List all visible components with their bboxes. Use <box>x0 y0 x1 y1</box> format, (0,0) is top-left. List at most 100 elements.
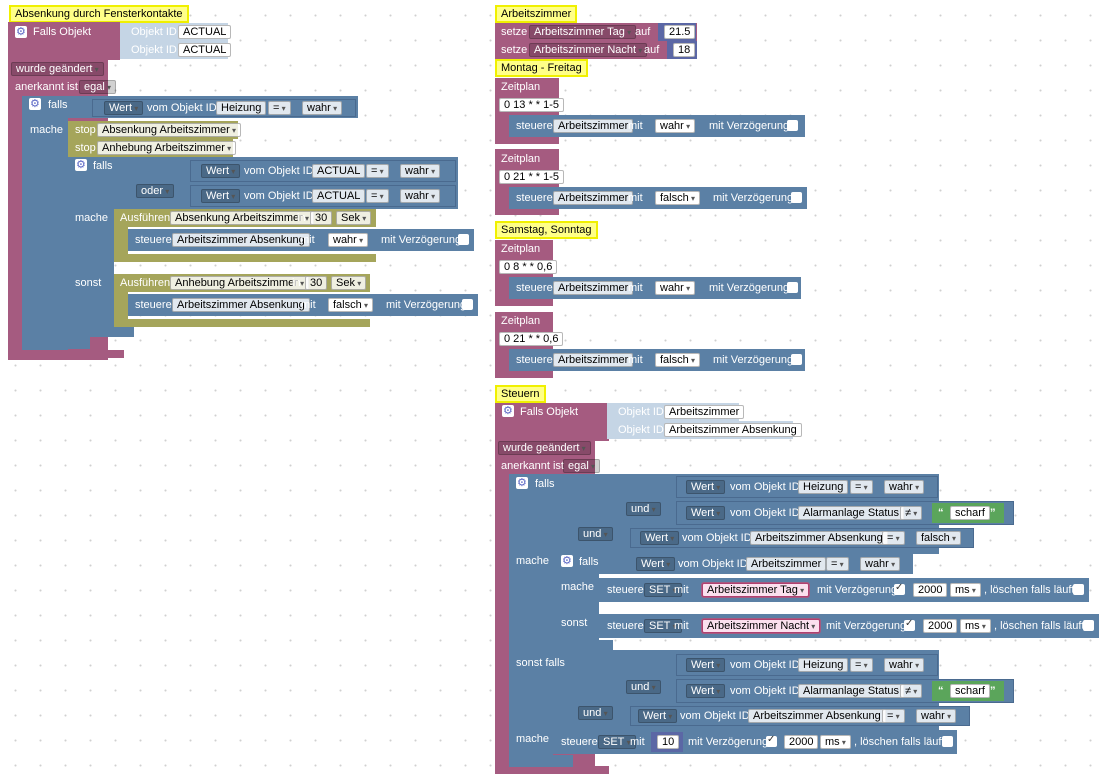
object-field[interactable]: Arbeitszimmer Absenkung <box>748 709 886 723</box>
delay-checkbox[interactable] <box>791 192 802 203</box>
object-field[interactable]: Arbeitszimmer <box>553 281 634 295</box>
change-dropdown[interactable]: wurde geändert <box>11 62 104 76</box>
delay-checkbox[interactable] <box>791 354 802 365</box>
variable-dropdown[interactable]: Arbeitszimmer Nacht <box>702 619 821 633</box>
value-dropdown[interactable]: falsch <box>655 191 700 205</box>
schedule-dropdown[interactable]: Absenkung Arbeitszimmer <box>170 211 315 225</box>
logic-dropdown[interactable]: und <box>578 527 613 541</box>
number-field[interactable]: 21.5 <box>664 25 696 39</box>
delay-field[interactable]: 30 <box>305 276 328 290</box>
variable-dropdown[interactable]: Arbeitszimmer Tag <box>702 583 810 597</box>
object-field[interactable]: Arbeitszimmer <box>664 405 745 419</box>
object-field[interactable]: Arbeitszimmer <box>553 191 634 205</box>
string-field[interactable]: scharf <box>950 506 990 520</box>
cron-field[interactable]: 0 8 * * 0,6 <box>499 260 558 274</box>
object-field[interactable]: Alarmanlage Status <box>798 506 904 520</box>
clear-checkbox[interactable] <box>942 736 953 747</box>
object-field[interactable]: Arbeitszimmer Absenkung <box>664 423 802 437</box>
operator-dropdown[interactable]: ≠ <box>900 684 923 698</box>
object-field[interactable]: Arbeitszimmer Absenkung <box>750 531 888 545</box>
delay-checkbox[interactable] <box>904 618 915 631</box>
unit-dropdown[interactable]: ms <box>960 619 991 633</box>
unit-dropdown[interactable]: ms <box>820 735 851 749</box>
operator-dropdown[interactable]: = <box>366 164 389 178</box>
operator-dropdown[interactable]: = <box>268 101 291 115</box>
cron-field[interactable]: 0 21 * * 1-5 <box>499 170 565 184</box>
logic-dropdown[interactable]: oder <box>136 184 175 198</box>
object-field[interactable]: ACTUAL <box>312 189 366 203</box>
value-dropdown[interactable]: falsch <box>655 353 700 367</box>
ms-field[interactable]: 2000 <box>923 619 958 633</box>
control-set-block[interactable] <box>599 614 1099 638</box>
object-field[interactable]: ACTUAL <box>312 164 366 178</box>
object-field[interactable]: Arbeitszimmer Absenkung <box>172 233 310 247</box>
bool-dropdown[interactable]: wahr <box>400 164 441 178</box>
ms-field[interactable]: 2000 <box>784 735 819 749</box>
gear-icon[interactable] <box>516 476 528 489</box>
logic-dropdown[interactable]: und <box>578 706 613 720</box>
object-field[interactable]: Heizung <box>798 658 849 672</box>
delay-checkbox[interactable] <box>787 120 798 131</box>
logic-dropdown[interactable]: und <box>626 680 661 694</box>
operator-dropdown[interactable]: = <box>882 709 905 723</box>
object-field[interactable]: ACTUAL <box>178 43 232 57</box>
operator-dropdown[interactable]: ≠ <box>900 506 923 520</box>
wert-dropdown[interactable]: Wert <box>201 164 241 178</box>
schedule-dropdown[interactable]: Anhebung Arbeitszimmer <box>170 276 310 290</box>
wert-dropdown[interactable]: Wert <box>104 101 144 115</box>
number-field[interactable]: 10 <box>657 735 680 749</box>
gear-icon[interactable] <box>29 97 41 110</box>
operator-dropdown[interactable]: = <box>850 480 873 494</box>
schedule-dropdown[interactable]: Absenkung Arbeitszimmer <box>97 123 242 137</box>
value-dropdown[interactable]: wahr <box>655 119 696 133</box>
cron-field[interactable]: 0 13 * * 1-5 <box>499 98 565 112</box>
object-field[interactable]: Alarmanlage Status <box>798 684 904 698</box>
unit-dropdown[interactable]: ms <box>950 583 981 597</box>
bool-dropdown[interactable]: wahr <box>302 101 343 115</box>
ack-dropdown[interactable]: egal <box>563 459 601 473</box>
object-field[interactable]: ACTUAL <box>178 25 232 39</box>
set-dropdown[interactable]: SET <box>598 735 636 749</box>
value-dropdown[interactable]: falsch <box>328 298 373 312</box>
bool-dropdown[interactable]: wahr <box>916 709 957 723</box>
object-field[interactable]: Arbeitszimmer Absenkung <box>172 298 310 312</box>
clear-checkbox[interactable] <box>1073 584 1084 595</box>
delay-checkbox[interactable] <box>458 234 469 245</box>
value-dropdown[interactable]: wahr <box>655 281 696 295</box>
comment-samstag-sonntag[interactable]: Samstag, Sonntag <box>495 221 598 239</box>
wert-dropdown[interactable]: Wert <box>640 531 680 545</box>
object-field[interactable]: Arbeitszimmer <box>746 557 827 571</box>
delay-checkbox[interactable] <box>894 582 905 595</box>
operator-dropdown[interactable]: = <box>850 658 873 672</box>
bool-dropdown[interactable]: wahr <box>884 658 925 672</box>
variable-dropdown[interactable]: Arbeitszimmer Tag <box>529 25 637 39</box>
bool-dropdown[interactable]: wahr <box>860 557 901 571</box>
variable-dropdown[interactable]: Arbeitszimmer Nacht <box>529 43 648 57</box>
gear-icon[interactable] <box>561 554 573 567</box>
wert-dropdown[interactable]: Wert <box>686 684 726 698</box>
ack-dropdown[interactable]: egal <box>79 80 117 94</box>
set-dropdown[interactable]: SET <box>644 619 682 633</box>
operator-dropdown[interactable]: = <box>826 557 849 571</box>
comment-montag-freitag[interactable]: Montag - Freitag <box>495 59 588 77</box>
value-dropdown[interactable]: wahr <box>328 233 369 247</box>
trigger-block[interactable] <box>495 403 609 441</box>
unit-dropdown[interactable]: Sek <box>331 276 367 290</box>
wert-dropdown[interactable]: Wert <box>638 709 678 723</box>
string-field[interactable]: scharf <box>950 684 990 698</box>
wert-dropdown[interactable]: Wert <box>686 506 726 520</box>
gear-icon[interactable] <box>502 404 514 417</box>
ms-field[interactable]: 2000 <box>913 583 948 597</box>
wert-dropdown[interactable]: Wert <box>201 189 241 203</box>
delay-checkbox[interactable] <box>766 734 777 747</box>
gear-icon[interactable] <box>15 25 27 38</box>
bool-dropdown[interactable]: wahr <box>400 189 441 203</box>
wert-dropdown[interactable]: Wert <box>636 557 676 571</box>
bool-dropdown[interactable]: wahr <box>884 480 925 494</box>
comment-steuern[interactable]: Steuern <box>495 385 546 403</box>
object-field[interactable]: Arbeitszimmer <box>553 119 634 133</box>
delay-field[interactable]: 30 <box>310 211 333 225</box>
schedule-dropdown[interactable]: Anhebung Arbeitszimmer <box>97 141 237 155</box>
set-dropdown[interactable]: SET <box>644 583 682 597</box>
change-dropdown[interactable]: wurde geändert <box>498 441 591 455</box>
